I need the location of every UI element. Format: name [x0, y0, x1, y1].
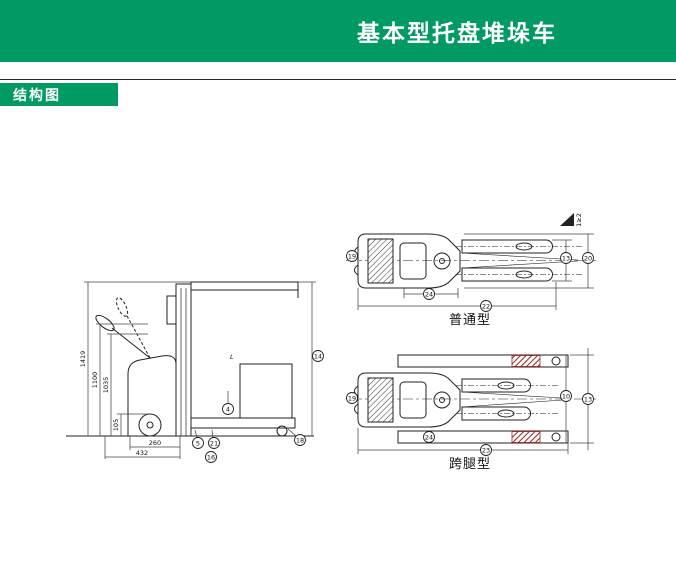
- tiller-handle: [95, 297, 151, 359]
- svg-text:5: 5: [196, 440, 200, 448]
- callout-22: 22: [480, 300, 492, 312]
- svg-text:4: 4: [226, 406, 230, 414]
- side-view-dimensions: [84, 281, 316, 459]
- svg-text:13: 13: [584, 396, 592, 404]
- svg-text:14: 14: [314, 353, 322, 361]
- leg-highlight-top: [511, 355, 541, 367]
- top-view-standard: [346, 213, 596, 310]
- chassis-body: [127, 355, 177, 437]
- callout-23: 23: [480, 444, 492, 456]
- dim-body-height: 1035: [102, 377, 110, 394]
- mast: [166, 283, 192, 437]
- dim-fork-length-label: L: [230, 353, 234, 361]
- section-label: 结构图: [13, 86, 61, 103]
- chassis-outline: [354, 372, 461, 428]
- leg-highlight-bottom: [511, 431, 541, 443]
- straddle-callouts: 19 10 13 24 23: [346, 390, 594, 456]
- callout-10: 10: [560, 390, 572, 402]
- page-header: 基本型托盘堆垛车: [0, 0, 676, 62]
- callout-14: 14: [312, 350, 324, 362]
- forks: [456, 239, 584, 282]
- standard-callouts: 19 13 20 24 22: [346, 250, 594, 312]
- straddle-legs: [397, 354, 569, 444]
- svg-text:21: 21: [210, 440, 218, 448]
- svg-text:19: 19: [348, 395, 356, 403]
- callout-20: 20: [582, 252, 594, 264]
- straddle-view-label: 跨腿型: [449, 457, 491, 472]
- slope-symbol: [560, 213, 574, 226]
- structure-diagram: 1419 1100 1035 105 260 432 L 4 5: [66, 213, 596, 472]
- svg-text:22: 22: [482, 303, 490, 311]
- svg-text:20: 20: [584, 255, 592, 263]
- callout-13: 13: [582, 393, 594, 405]
- chassis-outline: [354, 233, 461, 289]
- side-view-callouts: 4 5 21 16 1: [192, 350, 324, 463]
- slope-note: 1≥2: [575, 213, 583, 227]
- svg-text:13: 13: [562, 255, 570, 263]
- callout-13: 13: [560, 252, 572, 264]
- drive-wheel: [138, 413, 162, 437]
- dim-overall-height: 1419: [79, 351, 87, 368]
- callout-19: 19: [346, 250, 358, 262]
- svg-text:24: 24: [425, 291, 433, 299]
- top-view-straddle: [346, 348, 596, 454]
- section-label-bar: 结构图: [0, 83, 118, 106]
- divider-line: [0, 79, 676, 80]
- side-view: [66, 281, 314, 437]
- callout-21: 21: [208, 429, 220, 449]
- forks: [456, 378, 571, 421]
- callout-16: 16: [205, 451, 217, 463]
- dim-body-length: 260: [149, 439, 161, 447]
- load-box: [239, 363, 293, 419]
- svg-text:19: 19: [348, 253, 356, 261]
- drawing-area: 1419 1100 1035 105 260 432 L 4 5: [0, 106, 676, 568]
- callout-5: 5: [192, 429, 204, 449]
- svg-text:10: 10: [562, 393, 570, 401]
- dim-overall-length: 432: [136, 449, 148, 457]
- callout-18: 18: [287, 428, 306, 446]
- page-title: 基本型托盘堆垛车: [357, 20, 557, 46]
- callout-24: 24: [423, 431, 435, 443]
- svg-text:24: 24: [425, 434, 433, 442]
- dim-ground-clearance: 105: [112, 419, 120, 431]
- raised-fork: [190, 281, 299, 298]
- svg-text:16: 16: [207, 454, 215, 462]
- standard-view-label: 普通型: [449, 313, 491, 328]
- bottom-fork: [190, 417, 296, 437]
- dim-tiller-height: 1100: [91, 372, 99, 389]
- callout-4: 4: [222, 391, 234, 415]
- callout-19: 19: [346, 392, 358, 404]
- callout-24: 24: [423, 288, 435, 300]
- svg-text:23: 23: [482, 447, 490, 455]
- svg-text:18: 18: [296, 437, 304, 445]
